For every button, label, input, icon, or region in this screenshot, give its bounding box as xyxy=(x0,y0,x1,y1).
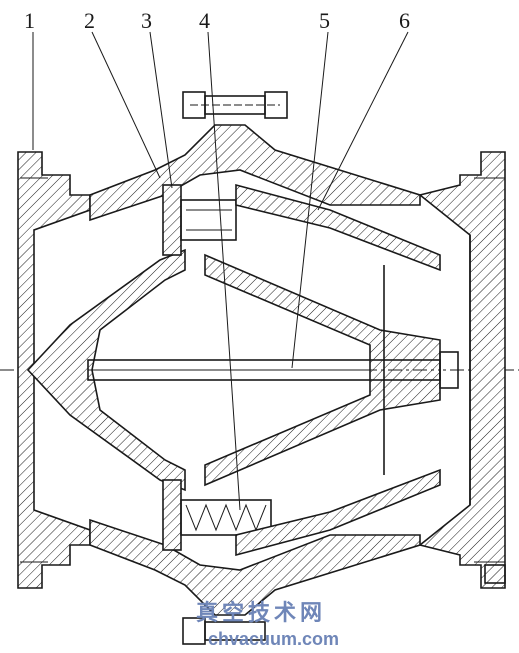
top-bolt xyxy=(182,91,288,119)
valve-stem xyxy=(87,351,459,389)
flange-bolts xyxy=(20,177,506,584)
leader-lines xyxy=(32,31,409,511)
spring xyxy=(185,503,267,532)
guide-lines xyxy=(383,235,471,505)
callout-1: 1 xyxy=(24,8,35,33)
callout-5: 5 xyxy=(319,8,330,33)
seat-ring-lower xyxy=(162,479,272,551)
seat-ring-upper xyxy=(162,184,237,256)
watermark-chinese: 真空技术网 xyxy=(196,600,326,626)
bottom-bolt xyxy=(182,617,266,645)
callout-4: 4 xyxy=(199,8,210,33)
callout-6: 6 xyxy=(399,8,410,33)
callout-2: 2 xyxy=(84,8,95,33)
watermark-url: chvacuum.com xyxy=(208,629,339,649)
callout-3: 3 xyxy=(141,8,152,33)
